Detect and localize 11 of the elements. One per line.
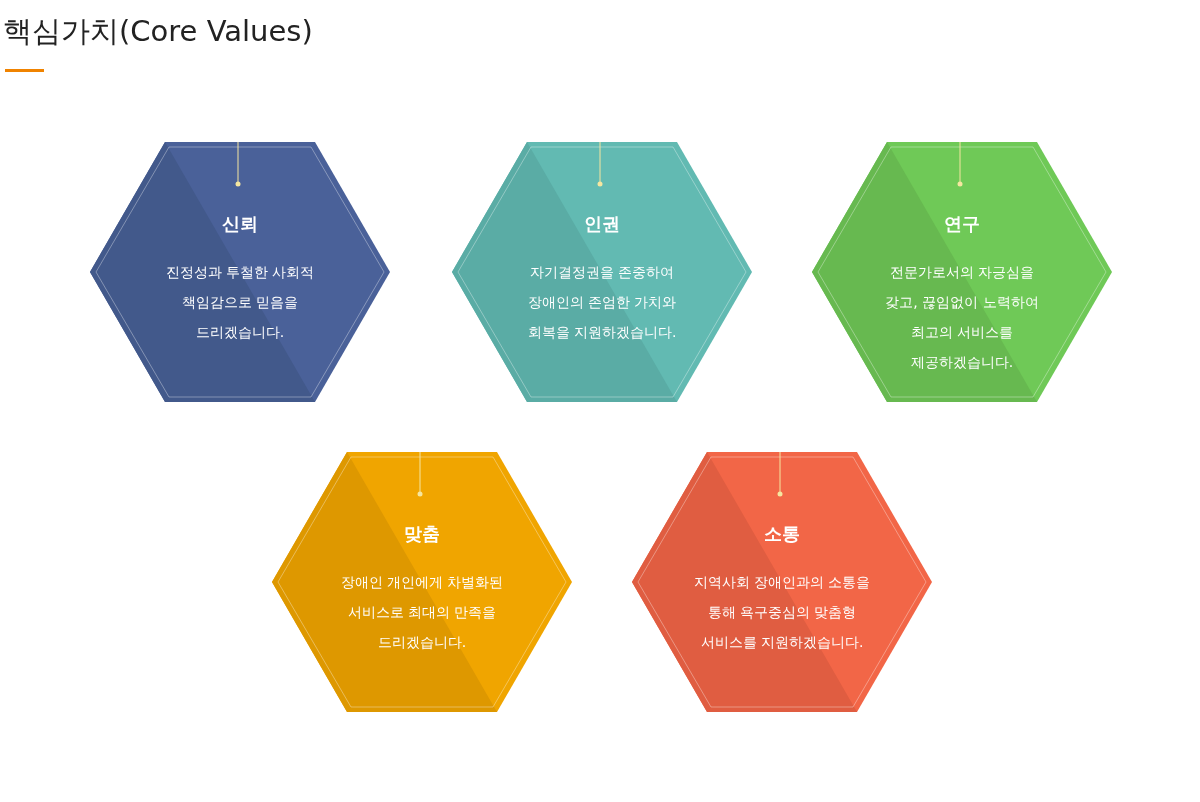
value-description: 자기결정권을 존중하여 장애인의 존엄한 가치와 회복을 지원하겠습니다. [526, 263, 678, 342]
value-heading: 소통 [763, 522, 801, 546]
value-heading: 인권 [583, 212, 621, 236]
value-heading: 연구 [943, 212, 981, 236]
value-heading: 맞춤 [403, 522, 441, 546]
value-heading: 신뢰 [221, 212, 259, 236]
value-description: 진정성과 투철한 사회적 책임감으로 믿음을 드리겠습니다. [164, 263, 316, 342]
page-title: 핵심가치(Core Values) [3, 13, 313, 50]
value-description: 지역사회 장애인과의 소통을 통해 욕구중심의 맞춤형 서비스를 지원하겠습니다. [692, 573, 872, 652]
value-description: 전문가로서의 자긍심을 갖고, 끊임없이 노력하여 최고의 서비스를 제공하겠습니다. [884, 263, 1040, 372]
value-description: 장애인 개인에게 차별화된 서비스로 최대의 만족을 드리겠습니다. [339, 573, 505, 652]
